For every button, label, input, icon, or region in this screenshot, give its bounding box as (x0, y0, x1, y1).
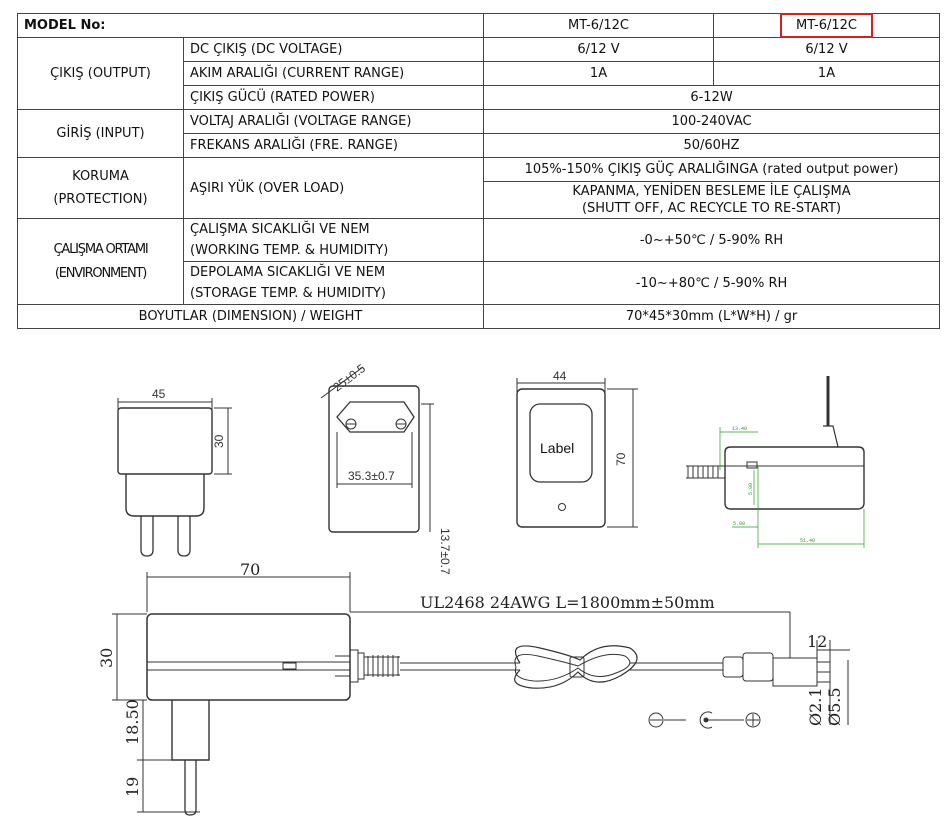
working-label-line1: ÇALIŞMA SICAKLIĞI VE NEM (190, 222, 370, 237)
plug-height-2: 19 (123, 777, 142, 797)
side-view-drawing: 13.40 5.00 5.00 51.40 (686, 376, 865, 548)
polarity-symbol (648, 711, 761, 729)
working-label-line2: (WORKING TEMP. & HUMIDITY) (190, 243, 389, 258)
working-value: -0~+50℃ / 5-90% RH (483, 218, 941, 262)
overload-value1: 105%-150% ÇIKIŞ GÜÇ ARALIĞINGA (rated ou… (483, 157, 941, 182)
pin-face-drawing: 25±0.5 35.3±0.7 13.7±0.7 (320, 361, 452, 575)
storage-label-line2: (STORAGE TEMP. & HUMIDITY) (190, 286, 386, 301)
overload-value2: KAPANMA, YENİDEN BESLEME İLE ÇALIŞMA (SH… (483, 181, 941, 219)
top-height-label: 70 (614, 452, 628, 466)
top-width-label: 44 (553, 369, 567, 383)
top-view-drawing: 44 Label 70 (516, 369, 638, 528)
front-height-label: 30 (212, 434, 226, 448)
model-label: MODEL No: (16, 13, 485, 38)
current-a: 1A (483, 61, 715, 86)
pin-width-label: 35.3±0.7 (348, 469, 395, 483)
label-text: Label (540, 440, 574, 456)
model-a: MT-6/12C (483, 13, 715, 38)
storage-label-line1: DEPOLAMA SICAKLIĞI VE NEM (190, 265, 386, 280)
protection-group-line2: (PROTECTION) (53, 192, 148, 207)
storage-value: -10~+80℃ / 5-90% RH (483, 261, 941, 305)
plug-height-1: 18.50 (123, 699, 142, 745)
side-dim-2: 5.00 (748, 483, 754, 495)
main-height-label: 30 (97, 648, 116, 668)
pin-spacing-label: 25±0.5 (330, 361, 368, 394)
input-voltage-label: VOLTAJ ARALIĞI (VOLTAGE RANGE) (182, 109, 485, 134)
storage-label: DEPOLAMA SICAKLIĞI VE NEM (STORAGE TEMP.… (182, 261, 485, 305)
overload-value2-line1: KAPANMA, YENİDEN BESLEME İLE ÇALIŞMA (572, 184, 851, 199)
input-group: GİRİŞ (INPUT) (17, 109, 184, 158)
dc-voltage-b: 6/12 V (713, 37, 941, 62)
dimension-value: 70*45*30mm (L*W*H) / gr (483, 304, 941, 329)
side-dim-3: 5.00 (733, 521, 745, 527)
front-view-drawing: 45 30 (117, 387, 232, 557)
working-label: ÇALIŞMA SICAKLIĞI VE NEM (WORKING TEMP. … (182, 218, 485, 262)
cable-spec-label: UL2468 24AWG L=1800mm±50mm (420, 593, 715, 612)
input-voltage-value: 100-240VAC (483, 109, 941, 134)
protection-group: KORUMA (PROTECTION) (17, 157, 184, 219)
front-width-label: 45 (152, 387, 166, 401)
environment-group-line1: ÇALIŞMA ORTAMI (53, 241, 149, 257)
inner-diameter-label: Ø2.1 (806, 687, 825, 726)
main-adapter-drawing: 70 30 18.50 19 UL2468 24AWG L=1800mm±50m… (97, 560, 850, 816)
side-dim-4: 51.40 (800, 538, 815, 544)
current-label: AKIM ARALIĞI (CURRENT RANGE) (182, 61, 485, 86)
main-length-label: 70 (240, 560, 260, 579)
overload-value2-line2: (SHUTT OFF, AC RECYCLE TO RE-START) (581, 201, 842, 216)
environment-group-line2: (ENVIRONMENT) (54, 265, 147, 281)
outer-diameter-label: Ø5.5 (825, 687, 844, 726)
power-label: ÇIKIŞ GÜCÜ (RATED POWER) (182, 85, 485, 110)
pin-height-label: 13.7±0.7 (438, 528, 452, 575)
spec-table: MODEL No: MT-6/12C MT-6/12C ÇIKIŞ (OUTPU… (16, 13, 941, 329)
side-dim-1: 13.40 (732, 426, 747, 432)
tip-length-label: 12 (807, 632, 827, 651)
protection-group-line1: KORUMA (72, 169, 129, 184)
model-b-highlighted: MT-6/12C (780, 13, 873, 38)
dimension-label: BOYUTLAR (DIMENSION) / WEIGHT (16, 304, 485, 329)
